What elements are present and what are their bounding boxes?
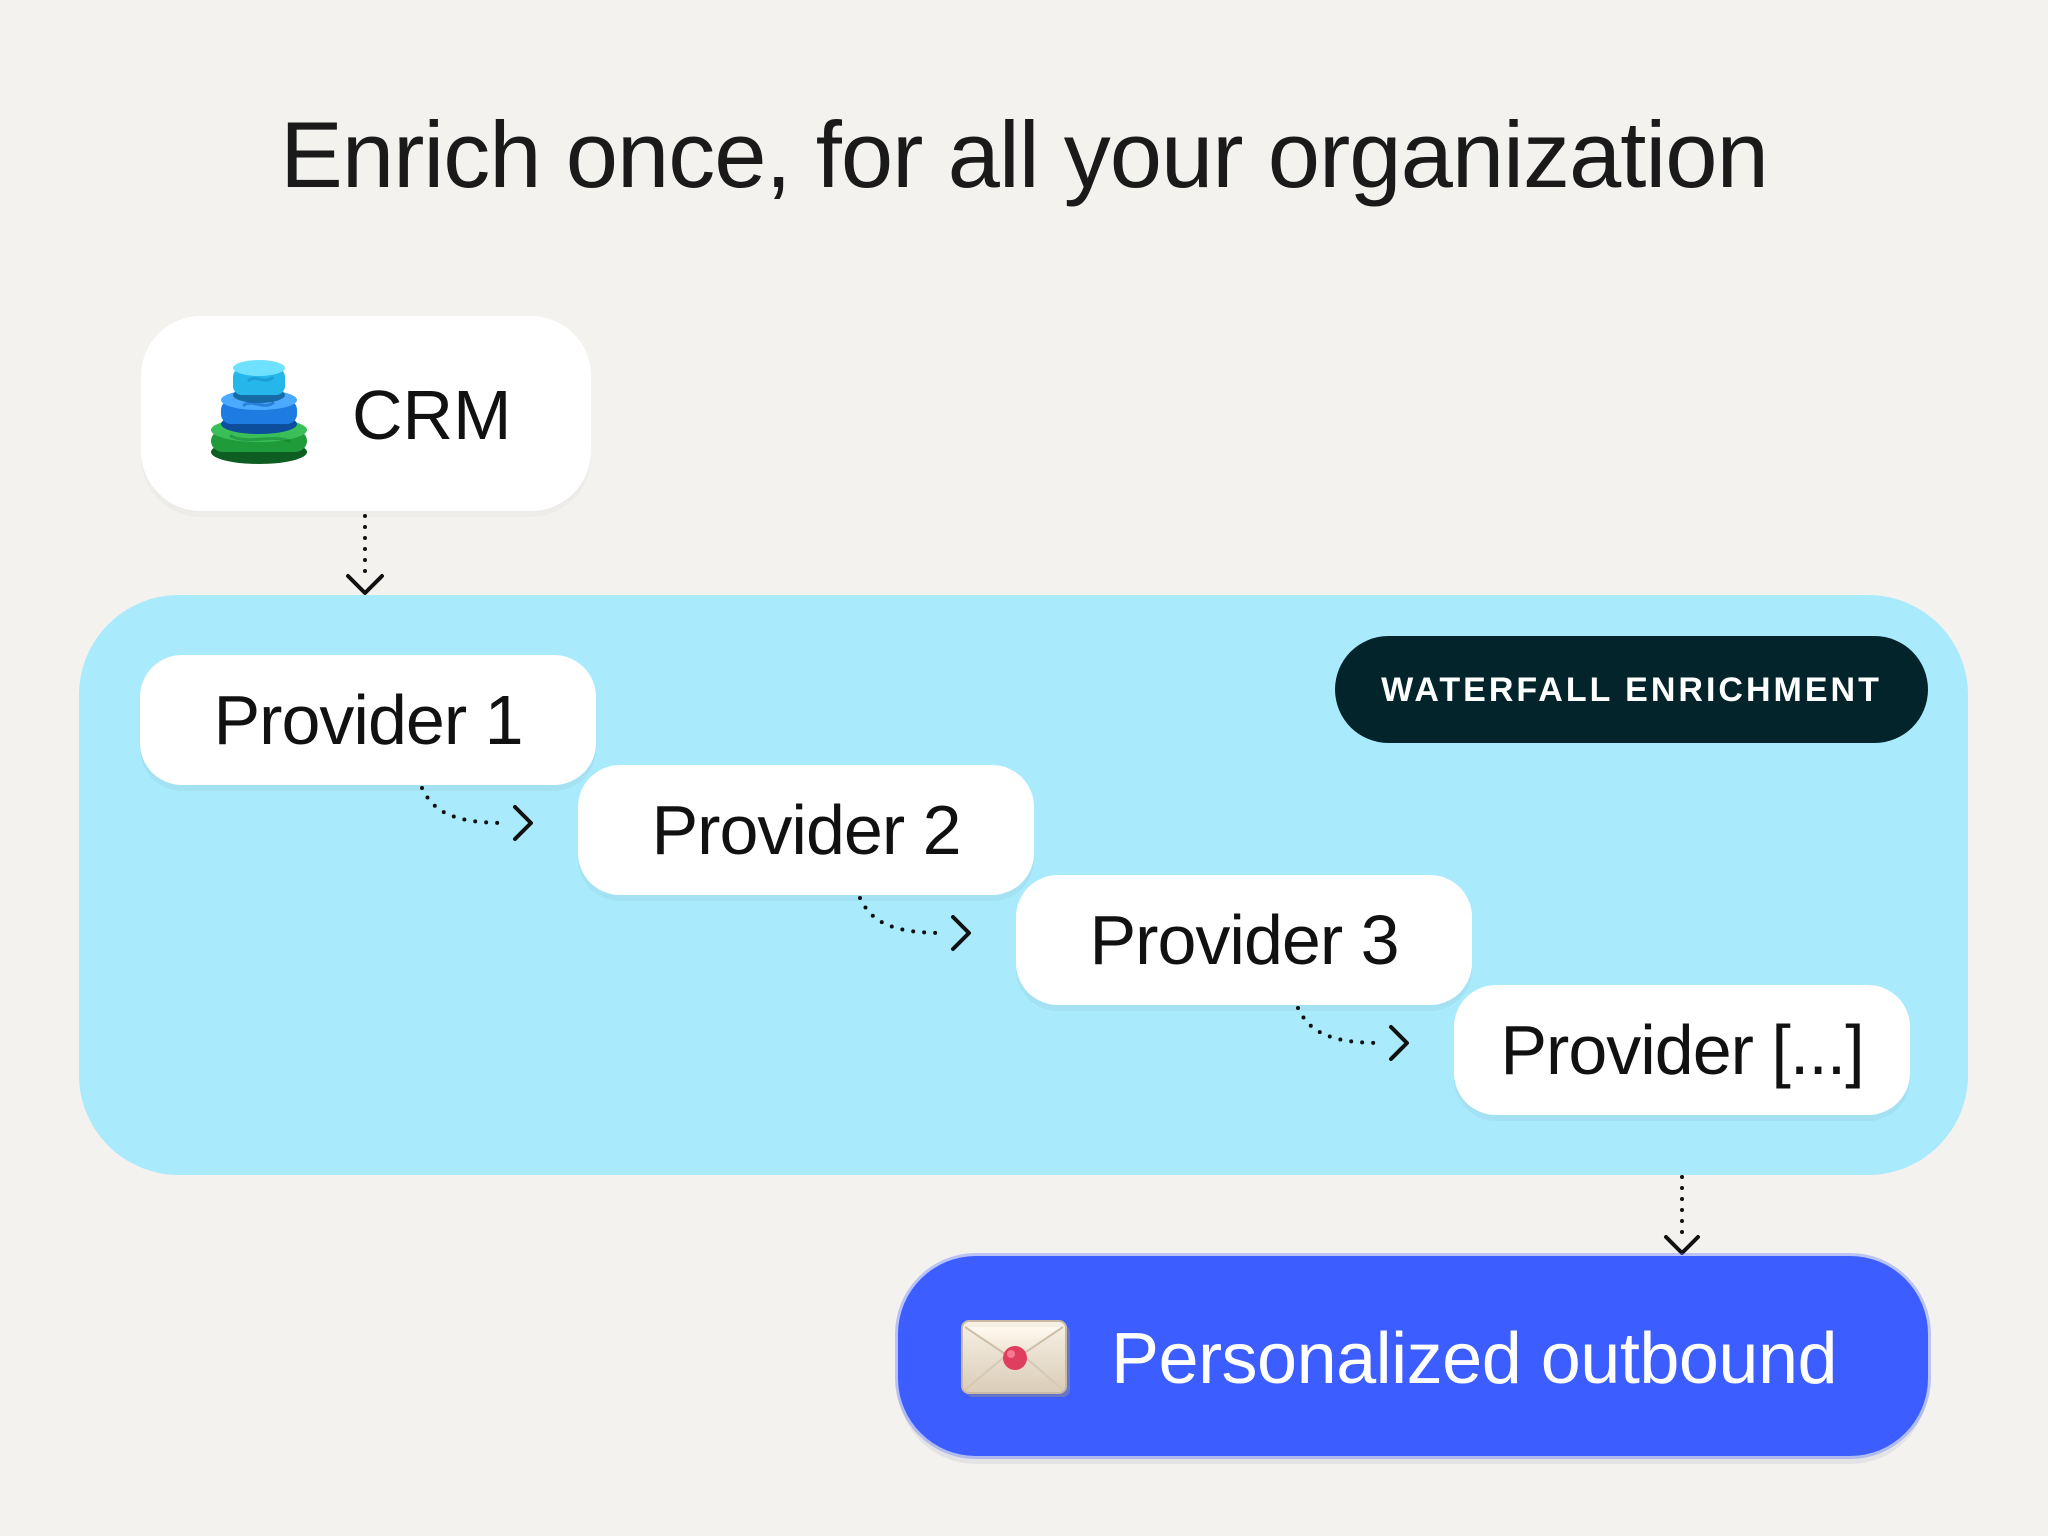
provider-etc-node: Provider [...]: [1454, 985, 1910, 1115]
waterfall-enrichment-badge: WATERFALL ENRICHMENT: [1335, 636, 1928, 743]
crm-to-waterfall-connector: [346, 514, 384, 595]
provider-2-to-3-connector: [858, 896, 971, 951]
personalized-outbound-label: Personalized outbound: [1111, 1319, 1838, 1399]
provider-1-to-2-connector: [420, 786, 533, 841]
provider-2-node: Provider 2: [578, 765, 1034, 895]
envelope-icon: [961, 1320, 1070, 1397]
provider-3-node: Provider 3: [1016, 875, 1472, 1005]
page-title: Enrich once, for all your organization: [280, 102, 1769, 207]
layered-database-icon: [211, 360, 307, 464]
crm-label: CRM: [352, 376, 512, 454]
personalized-outbound-button[interactable]: Personalized outbound: [898, 1256, 1928, 1456]
provider-1-node: Provider 1: [140, 655, 596, 785]
provider-3-to-etc-connector: [1296, 1006, 1409, 1061]
waterfall-to-outbound-connector: [1664, 1175, 1700, 1255]
crm-node: CRM: [141, 316, 591, 511]
